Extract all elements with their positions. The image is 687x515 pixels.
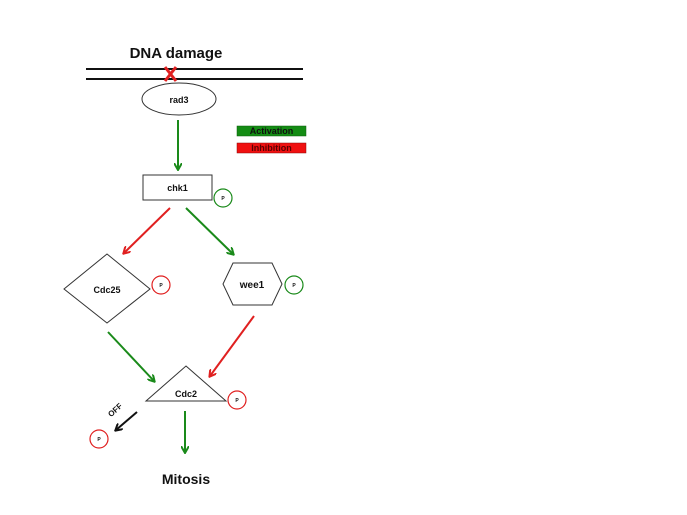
svg-text:P: P [235, 398, 239, 404]
svg-text:P: P [292, 283, 296, 289]
svg-text:P: P [97, 437, 101, 443]
node-rad3-label: rad3 [169, 95, 188, 105]
off-label: OFF [106, 401, 124, 418]
edge-cdc2-off [116, 411, 138, 430]
phospho-cdc2-icon: P [227, 390, 247, 410]
node-cdc25: Cdc25 [63, 253, 151, 324]
node-wee1: wee1 [222, 262, 283, 306]
node-chk1-label: chk1 [167, 183, 188, 193]
title-dna-damage: DNA damage [130, 45, 223, 62]
edge-chk1-cdc25 [124, 207, 171, 253]
node-cdc2-label: Cdc2 [175, 389, 197, 399]
edge-chk1-wee1 [185, 207, 233, 254]
outcome-mitosis: Mitosis [162, 471, 210, 487]
node-cdc25-label: Cdc25 [93, 285, 120, 295]
legend-activation-label: Activation [250, 126, 294, 136]
phospho-released-icon: P [89, 429, 109, 449]
phospho-cdc25-icon: P [151, 275, 171, 295]
edge-wee1-cdc2 [210, 315, 255, 376]
legend-activation: Activation [236, 125, 307, 137]
legend-inhibition-label: Inhibition [251, 143, 292, 153]
svg-text:P: P [221, 196, 225, 202]
node-wee1-label: wee1 [239, 280, 265, 291]
legend-inhibition: Inhibition [236, 142, 307, 154]
phospho-wee1-icon: P [284, 275, 304, 295]
svg-text:P: P [159, 283, 163, 289]
node-cdc2: Cdc2 [144, 365, 228, 402]
node-rad3: rad3 [141, 82, 217, 116]
node-chk1: chk1 [142, 174, 213, 201]
edge-cdc25-cdc2 [107, 331, 154, 381]
phospho-chk1-icon: P [213, 188, 233, 208]
legend: Activation Inhibition [236, 125, 307, 154]
damage-x-icon [163, 66, 178, 82]
